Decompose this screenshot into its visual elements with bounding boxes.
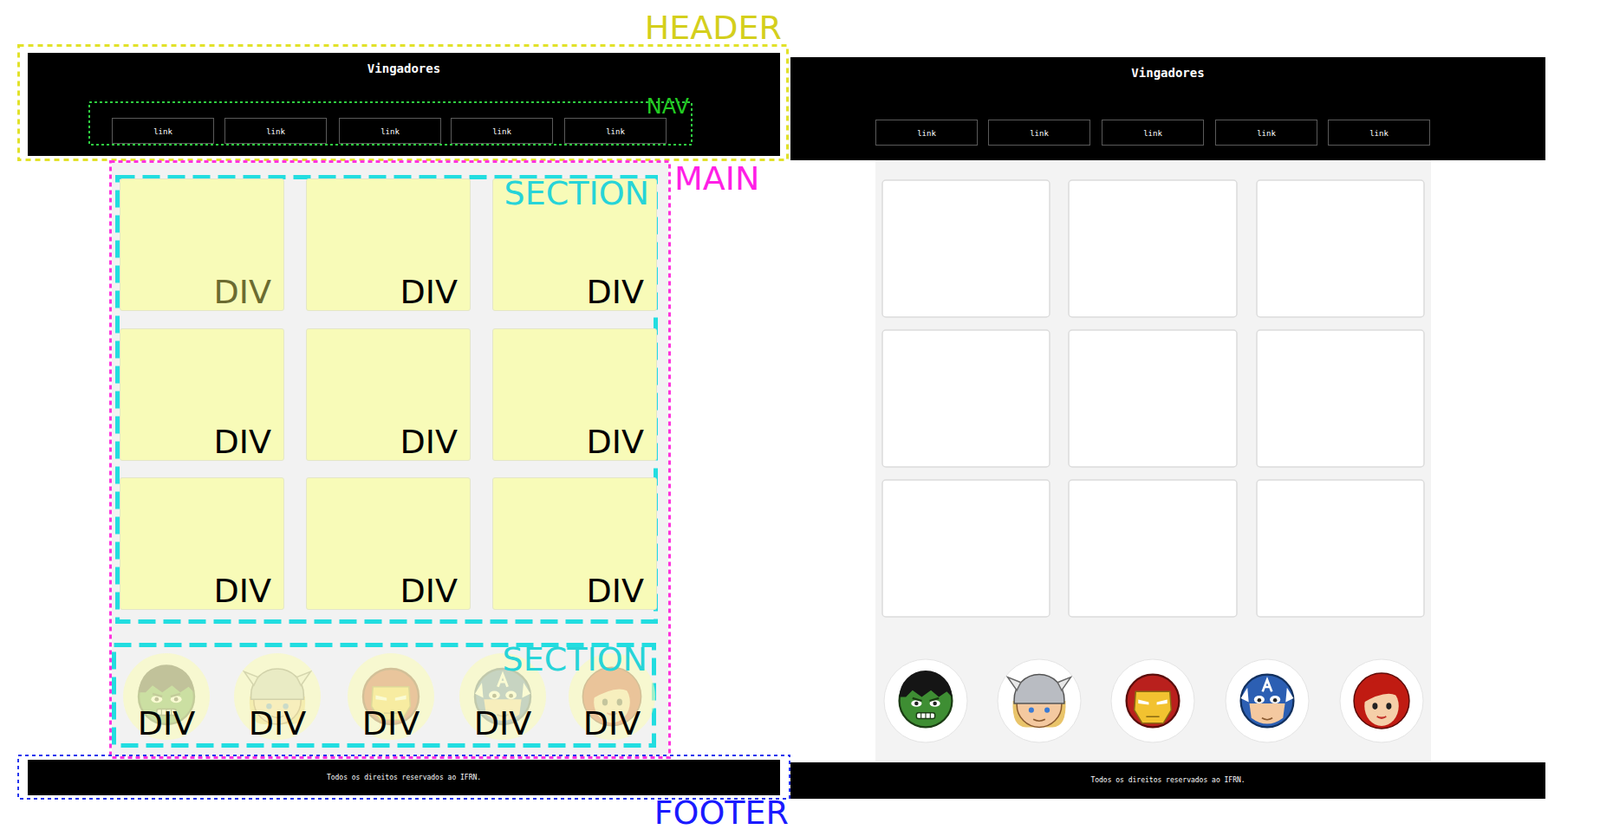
div-label: DIV [214,574,272,608]
nav-link-text: link [153,118,173,145]
nav-link: link [1101,119,1204,146]
nav-link: link [450,117,553,144]
div-label: DIV [583,707,641,741]
div-label: DIV [362,707,420,741]
nav-link-text: link [1143,120,1163,147]
div-label: DIV [214,425,272,459]
nav-region: linklinklinklinklinkNAV [88,101,693,146]
div-box: DIV [305,477,471,611]
site-title: Vingadores [1131,64,1204,82]
div-circle: DIV [234,653,321,741]
section-region: DIV DIV DIV DIV DIV DIV DIV DIV DIV SECTION [115,175,658,625]
div-box: DIV [119,328,285,462]
div-box: DIV [119,178,285,312]
nav-link: link [224,117,327,144]
header-region: linklinklinklinklinkNAVVingadoresHEADER [17,44,789,162]
nav-link-text: link [1256,120,1276,147]
div-label: DIV [586,574,644,608]
nav-link-text: link [266,118,286,145]
nav-link-text: link [380,118,400,145]
nav-link-text: link [492,118,512,145]
nav-link: link [875,119,978,146]
div-label: DIV [586,425,644,459]
header-bar: link link link link link NAV Vingadores [27,52,781,157]
div-box: DIV [492,328,657,462]
dashed-outline-rect [18,755,790,800]
header-bar: link link link link link Vingadores [790,57,1546,161]
div-circle: DIV [123,653,210,741]
footer-bar: Todos os direitos reservados ao IFRN. [27,760,781,796]
div-box: DIV [492,477,657,611]
div-label: DIV [586,275,644,309]
nav-link: link [1215,119,1318,146]
nav-link-text: link [605,118,625,145]
section-region: DIV DIV DIV DIV DIV SECTION [111,643,657,748]
div-label: DIV [474,707,532,741]
nav-link-text: link [917,120,937,147]
nav-link-text: link [1029,120,1049,147]
nav-link: link [988,119,1091,146]
footer-region: Todos os direitos reservados ao IFRN.FOO… [17,754,791,800]
div-label: DIV [214,275,272,309]
div-box: DIV [119,477,285,611]
footer-text: Todos os direitos reservados ao IFRN. [1090,762,1245,800]
region-label: HEADER [644,11,782,45]
div-label: DIV [400,275,458,309]
div-box: DIV [305,328,471,462]
dashed-outline-rect [89,102,692,145]
region-label: SECTION [502,643,648,677]
nav-link: link [111,117,215,144]
region-label: MAIN [674,162,760,196]
region-label: NAV [646,96,690,118]
region-label: SECTION [504,176,650,210]
footer-bar: Todos os direitos reservados ao IFRN. [790,762,1546,800]
nav-link: link [564,117,667,144]
dashed-outline-rect [19,45,788,161]
site-title: Vingadores [367,59,441,78]
nav-link-text: link [1369,120,1389,147]
dashed-outline-rect [110,162,670,759]
nav-link: link [338,117,442,144]
nav-link: link [1327,119,1431,146]
div-box: DIV [305,178,471,312]
div-label: DIV [248,707,306,741]
div-label: DIV [400,425,458,459]
main-region: DIVDIVDIVDIVDIVDIVDIVDIVDIVSECTIONDIVDIV… [109,160,671,760]
div-label: DIV [400,574,458,608]
footer-text: Todos os direitos reservados ao IFRN. [326,760,482,796]
div-label: DIV [137,707,196,741]
region-label: FOOTER [654,796,789,830]
div-circle: DIV [347,653,435,741]
